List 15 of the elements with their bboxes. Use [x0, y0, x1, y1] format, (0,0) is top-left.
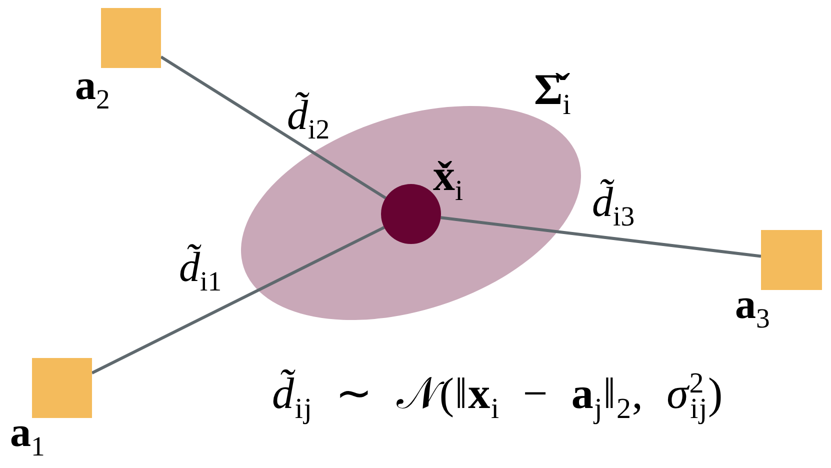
edge-label: d̃$_{i2}$ [287, 91, 330, 145]
anchor-square [101, 8, 161, 68]
edge-label: d̃$_{i1}$ [179, 243, 222, 297]
math-label: Σ̌$_{i}$ [534, 64, 571, 120]
math-label: a$_{3}$ [735, 281, 770, 334]
math-label: x̌$_{i}$ [433, 150, 464, 206]
formula: d̃$_{ij}$ ∼ 𝒩(‖x$_{i}$ − a$_{j}$‖$_{2}$, σ$^{2}$$_{ij}$) [272, 366, 724, 424]
edge-label: d̃$_{i3}$ [592, 178, 635, 232]
math-label: a$_{2}$ [75, 62, 110, 115]
connector-line [440, 216, 762, 258]
anchor-square [32, 358, 92, 418]
anchor-square [761, 230, 822, 290]
connector-line [91, 226, 385, 374]
connector-line [160, 56, 386, 200]
math-label: a$_{1}$ [10, 409, 45, 462]
